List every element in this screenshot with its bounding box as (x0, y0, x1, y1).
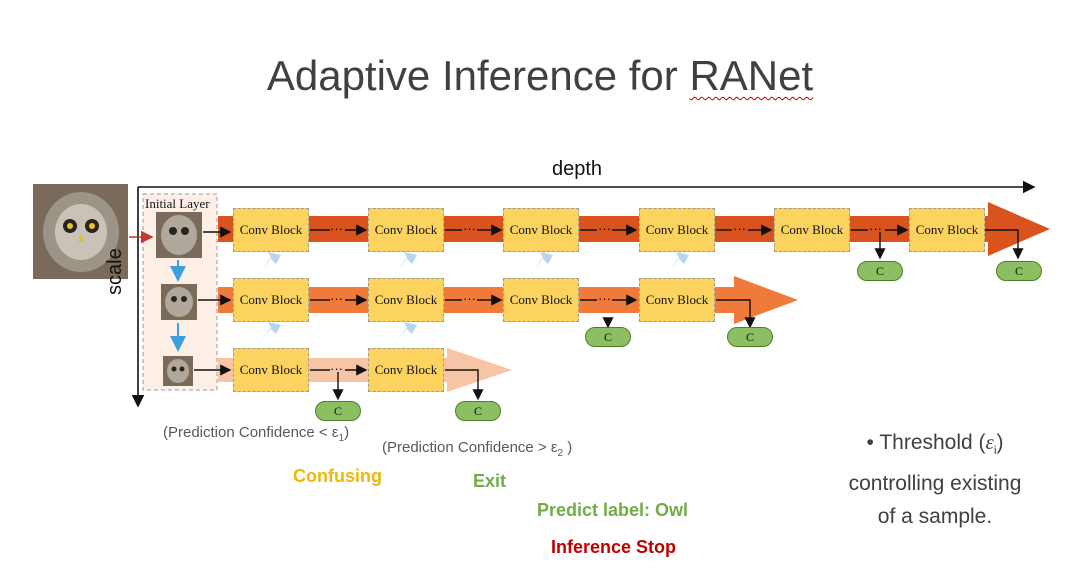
initial-layer-label: Initial Layer (145, 196, 210, 211)
conv-block: Conv Block (233, 278, 309, 322)
ellipsis: ··· (330, 361, 343, 376)
ellipsis: ··· (330, 221, 343, 236)
conv-block: Conv Block (639, 278, 715, 322)
caption-sub: 2 (557, 448, 564, 459)
caption-text: (Prediction Confidence < ε (163, 424, 339, 441)
caption-text: (Prediction Confidence > ε (382, 439, 558, 456)
conv-block: Conv Block (774, 208, 850, 252)
conv-block: Conv Block (503, 208, 579, 252)
title-text: Adaptive Inference for (266, 52, 690, 99)
ellipsis: ··· (733, 221, 746, 236)
conv-block: Conv Block (639, 208, 715, 252)
ellipsis: ··· (463, 291, 476, 306)
classifier-node: C (727, 327, 773, 347)
fusion-arrows (258, 252, 689, 346)
scale-axis-label: scale (104, 248, 126, 295)
caption-end: ) (563, 439, 573, 456)
conv-block: Conv Block (233, 348, 309, 392)
caption-sub: 1 (338, 433, 345, 444)
threshold-line3: of a sample. (877, 505, 993, 529)
classifier-node: C (857, 261, 903, 281)
page-title: Adaptive Inference for RANet (0, 52, 1080, 100)
label-exit: Exit (473, 471, 507, 491)
owl-image-large (33, 184, 128, 279)
caption-low-confidence: (Prediction Confidence < ε1) (163, 424, 349, 444)
conv-block: Conv Block (368, 208, 444, 252)
threshold-pre: Threshold ( (879, 431, 986, 454)
classifier-node: C (455, 401, 501, 421)
threshold-note: • Threshold (εi) controlling existing of… (828, 426, 1042, 533)
label-confusing: Confusing (293, 466, 382, 486)
label-predict: Predict label: Owl (537, 500, 689, 520)
ellipsis: ··· (598, 221, 611, 236)
ellipsis: ··· (330, 291, 343, 306)
classifier-node: C (585, 327, 631, 347)
bullet-icon: • (866, 431, 874, 454)
caption-high-confidence: (Prediction Confidence > ε2 ) (382, 439, 572, 459)
conv-block: Conv Block (368, 278, 444, 322)
owl-image-s2 (161, 284, 197, 320)
owl-image-s3 (163, 356, 193, 386)
threshold-sub: i (993, 443, 997, 458)
classifier-node: C (315, 401, 361, 421)
threshold-line1: • Threshold (εi) (828, 426, 1042, 467)
caption-end: ) (344, 424, 350, 441)
depth-axis-label: depth (552, 158, 603, 180)
conv-block: Conv Block (233, 208, 309, 252)
threshold-post: ) (996, 431, 1004, 454)
title-ranet: RANet (689, 52, 814, 99)
ellipsis: ··· (598, 291, 611, 306)
conv-block: Conv Block (909, 208, 985, 252)
label-inference-stop: Inference Stop (551, 537, 677, 557)
threshold-eps: ε (985, 430, 994, 454)
threshold-line2: controlling existing (848, 472, 1022, 496)
conv-block: Conv Block (368, 348, 444, 392)
ellipsis: ··· (869, 221, 882, 236)
classifier-node: C (996, 261, 1042, 281)
ellipsis: ··· (463, 221, 476, 236)
conv-block: Conv Block (503, 278, 579, 322)
owl-image-s1 (156, 212, 202, 258)
